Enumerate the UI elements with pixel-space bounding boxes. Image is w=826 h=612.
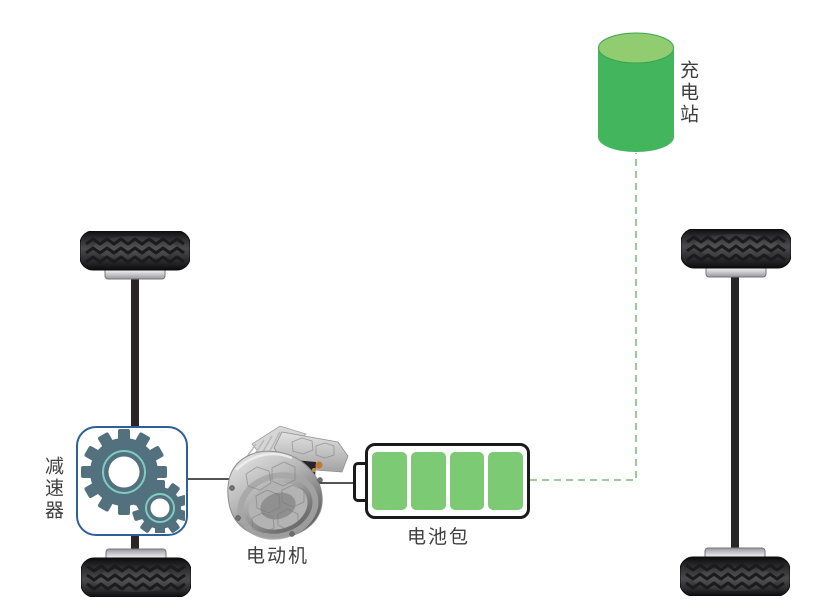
wheel-bottom-right bbox=[680, 546, 790, 596]
left-axle-upper bbox=[131, 266, 139, 428]
wheel-bottom-left bbox=[81, 547, 191, 597]
left-axle-lower bbox=[131, 534, 139, 557]
motor-label: 电动机 bbox=[246, 546, 310, 567]
wheel-top-left bbox=[80, 231, 190, 281]
battery-terminal bbox=[353, 462, 368, 502]
charging-station-label: 充电站 bbox=[676, 60, 698, 126]
right-axle bbox=[731, 264, 739, 556]
battery-pack-label: 电池包 bbox=[407, 527, 471, 548]
battery-body bbox=[365, 443, 530, 519]
gears-icon bbox=[81, 429, 188, 536]
battery-cell bbox=[372, 452, 407, 510]
electric-motor-image bbox=[227, 425, 349, 540]
battery-pack bbox=[352, 443, 530, 519]
wheel-top-right bbox=[681, 229, 791, 279]
reducer-box bbox=[76, 426, 188, 536]
battery-cell bbox=[449, 452, 485, 510]
battery-cells bbox=[372, 452, 523, 510]
charging-dashed-line bbox=[530, 153, 637, 481]
battery-cell bbox=[410, 452, 446, 510]
battery-cell bbox=[488, 452, 523, 510]
reducer-label: 减速器 bbox=[41, 456, 63, 522]
charging-station-cylinder bbox=[598, 32, 674, 152]
